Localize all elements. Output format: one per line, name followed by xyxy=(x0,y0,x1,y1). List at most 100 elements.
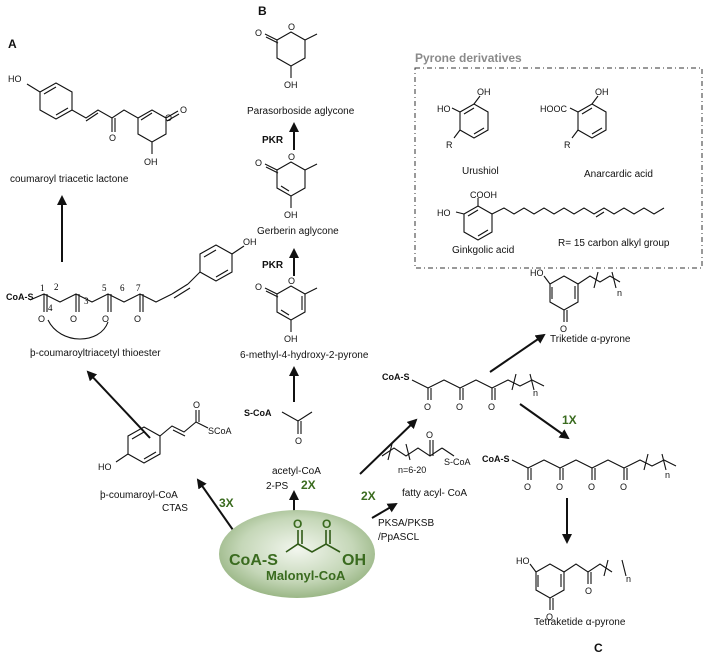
arrow xyxy=(86,370,151,439)
pyrone-derivatives-title: Pyrone derivatives xyxy=(415,51,522,65)
urushiol-structure xyxy=(451,95,489,139)
ho-label: HO xyxy=(516,556,530,566)
oh-label: OH xyxy=(595,87,609,97)
o-label: O xyxy=(255,282,262,292)
o-label: O xyxy=(70,314,77,324)
o-label: O xyxy=(255,28,262,38)
o-label: O xyxy=(288,152,295,162)
coas-label: CoA-S xyxy=(482,454,510,464)
o-label: O xyxy=(524,482,531,492)
arrow xyxy=(519,403,570,440)
panel-label-a: A xyxy=(8,37,17,51)
o-label: O xyxy=(456,402,463,412)
carbon-number: 4 xyxy=(48,303,53,313)
triketide-pyrone-label: Triketide α-pyrone xyxy=(550,334,631,345)
o-label: O xyxy=(295,436,302,446)
triketide-pyrone-structure xyxy=(543,271,621,322)
oh-label: HO xyxy=(8,74,22,84)
urushiol-label: Urushiol xyxy=(462,166,499,177)
arrow xyxy=(371,502,398,519)
o-label: O xyxy=(620,482,627,492)
o-label: O xyxy=(288,22,295,32)
coumaroyltriacetyl-thioester-structure xyxy=(29,244,245,340)
ho-label: HO xyxy=(530,268,544,278)
coumaroyl-coa-label: þ-coumaroyl-CoA xyxy=(100,490,178,501)
coumaroyl-triacetic-lactone-label: coumaroyl triacetic lactone xyxy=(10,174,129,185)
tetraketide-pyrone-structure xyxy=(529,559,627,610)
o-label: O xyxy=(426,430,433,440)
acetyl-coa-structure xyxy=(281,411,313,434)
malonyl-oh-label: OH xyxy=(342,552,366,569)
coumaroyltriacetyl-thioester-label: þ-coumaroyltriacetyl thioester xyxy=(30,348,161,359)
tetraketide-intermediate-structure xyxy=(511,453,677,480)
carbon-number: 3 xyxy=(84,296,89,306)
o-label: O xyxy=(180,105,187,115)
malonyl-coas-label: CoA-S xyxy=(229,552,278,569)
carbon-number: 6 xyxy=(120,283,125,293)
panel-label-c: C xyxy=(594,641,603,655)
methyl-hydroxy-pyrone-structure xyxy=(264,285,318,332)
panel-label-b: B xyxy=(258,4,267,18)
times-2x-label: 2X xyxy=(361,489,376,503)
gerberin-aglycone-label: Gerberin aglycone xyxy=(257,226,339,237)
o-label: O xyxy=(255,158,262,168)
o-label: O xyxy=(560,324,567,334)
arrow xyxy=(489,333,546,373)
malonyl-coa-structure xyxy=(285,530,341,553)
malonyl-coa-ellipse xyxy=(219,510,375,598)
r-label: R xyxy=(446,140,453,150)
ginkgolic-acid-label: Ginkgolic acid xyxy=(452,245,514,256)
arrow xyxy=(359,418,418,475)
coumaroyl-coa-structure xyxy=(115,410,209,464)
2ps-label: 2-PS xyxy=(266,481,289,492)
carbon-number: 5 xyxy=(102,283,107,293)
o-label: O xyxy=(546,612,553,622)
methyl-hydroxy-pyrone-label: 6-methyl-4-hydroxy-2-pyrone xyxy=(240,350,369,361)
fatty-acyl-coa-label: fatty acyl- CoA xyxy=(402,488,467,499)
anacardic-acid-label: Anarcardic acid xyxy=(584,169,653,180)
o-label: O xyxy=(588,482,595,492)
acetyl-coa-label: acetyl-CoA xyxy=(272,466,321,477)
parasorboside-aglycone-structure xyxy=(264,31,318,78)
o-label: O xyxy=(424,402,431,412)
s-coa-label: S-CoA xyxy=(244,408,272,418)
o-label: O xyxy=(288,276,295,286)
oh-label: HO xyxy=(98,462,112,472)
r-group-note: R= 15 carbon alkyl group xyxy=(558,238,670,249)
pkr-label: PKR xyxy=(262,260,284,271)
o-label: O xyxy=(134,314,141,324)
gerberin-aglycone-structure xyxy=(264,161,318,208)
tetraketide-pyrone-label: Tetraketide α-pyrone xyxy=(534,617,626,628)
cooh-label: COOH xyxy=(470,190,497,200)
coas-label: CoA-S xyxy=(6,292,34,302)
carbon-number: 2 xyxy=(54,282,59,292)
oh-label: OH xyxy=(243,237,257,247)
hooc-label: HOOC xyxy=(540,104,568,114)
oh-label: OH xyxy=(144,157,158,167)
enzymes-label-line1: PKSA/PKSB xyxy=(378,518,434,529)
o-label: O xyxy=(109,133,116,143)
scoa-label: SCoA xyxy=(208,426,232,436)
o-label: O xyxy=(556,482,563,492)
oh-label: OH xyxy=(284,210,298,220)
o-label: O xyxy=(102,314,109,324)
carbon-number: 7 xyxy=(136,283,141,293)
pyrone-derivatives-box xyxy=(414,67,703,269)
o-label: O xyxy=(193,400,200,410)
coas-label: CoA-S xyxy=(382,372,410,382)
ctas-label: CTAS xyxy=(162,503,188,514)
malonyl-coa-name: Malonyl-CoA xyxy=(266,568,346,583)
times-3x-label: 3X xyxy=(219,496,234,510)
o-label: O xyxy=(165,113,172,123)
parasorboside-aglycone-label: Parasorboside aglycone xyxy=(247,106,355,117)
o-label: O xyxy=(585,586,592,596)
times-1x-label: 1X xyxy=(562,413,577,427)
ho-label: HO xyxy=(437,104,451,114)
n-range-label: n=6-20 xyxy=(398,465,426,475)
triketide-intermediate-structure xyxy=(411,373,545,400)
fatty-acyl-coa-structure xyxy=(381,440,455,461)
oh-label: OH xyxy=(284,80,298,90)
malonyl-o-label: O xyxy=(322,517,331,531)
